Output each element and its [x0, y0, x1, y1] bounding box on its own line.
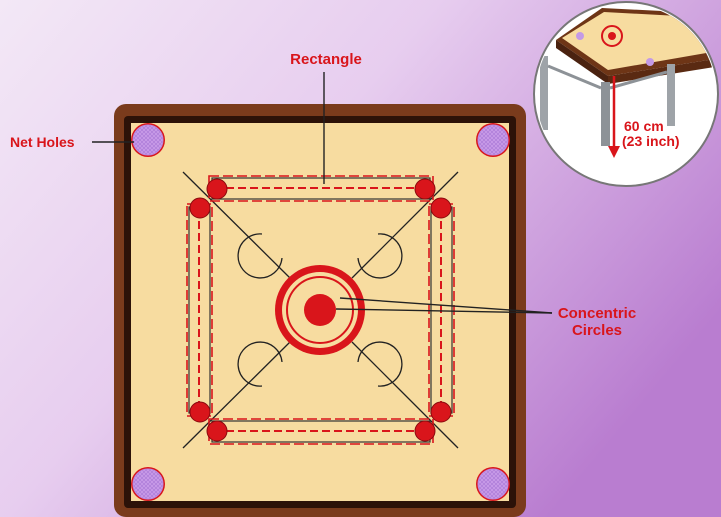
diagonal-arcs [237, 233, 403, 387]
concentric-label-line2: Circles [572, 322, 622, 339]
net-hole-top-left [131, 123, 165, 157]
height-value-label: 60 cm [624, 118, 664, 134]
table-height-inset: 60 cm (23 inch) [533, 1, 719, 187]
concentric-label-line1: Concentric [558, 305, 636, 322]
height-imperial-label: (23 inch) [622, 133, 680, 149]
net-hole-top-right [476, 123, 510, 157]
callout-lines [92, 72, 553, 314]
net-hole-bottom-right [476, 467, 510, 501]
net-hole-bottom-left [131, 467, 165, 501]
concentric-circles [275, 265, 365, 355]
carrom-table-icon [540, 8, 716, 158]
baseline-end-circles [189, 178, 452, 442]
diagonal-lines [182, 171, 459, 449]
carrom-board-icon [114, 104, 526, 517]
rectangle-label: Rectangle [290, 51, 362, 68]
net-holes-label: Net Holes [10, 134, 75, 150]
